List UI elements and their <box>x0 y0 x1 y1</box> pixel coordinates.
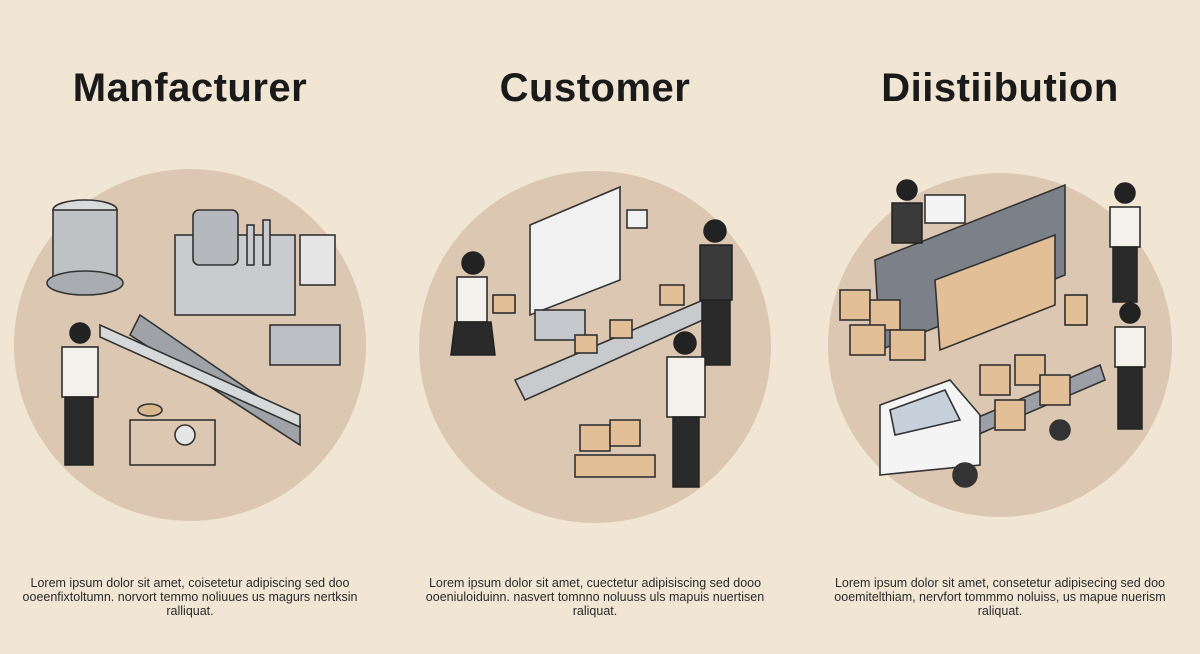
customer-description: Lorem ipsum dolor sit amet, cuectetur ad… <box>425 576 765 618</box>
distribution-column: Diistiibution <box>800 0 1200 654</box>
customer-column: Customer Lorem ipsum dolor <box>395 0 795 654</box>
customer-icon <box>419 171 771 523</box>
manufacturer-column: Manfacturer Lorem ipsum dolor sit amet, … <box>0 0 390 654</box>
delivery-truck-icon <box>828 173 1172 517</box>
factory-icon <box>14 169 366 521</box>
distribution-title: Diistiibution <box>881 66 1119 110</box>
distribution-description: Lorem ipsum dolor sit amet, consetetur a… <box>834 576 1166 618</box>
manufacturer-title: Manfacturer <box>72 66 308 110</box>
manufacturer-description: Lorem ipsum dolor sit amet, coisetetur a… <box>22 576 358 618</box>
customer-title: Customer <box>499 66 691 110</box>
